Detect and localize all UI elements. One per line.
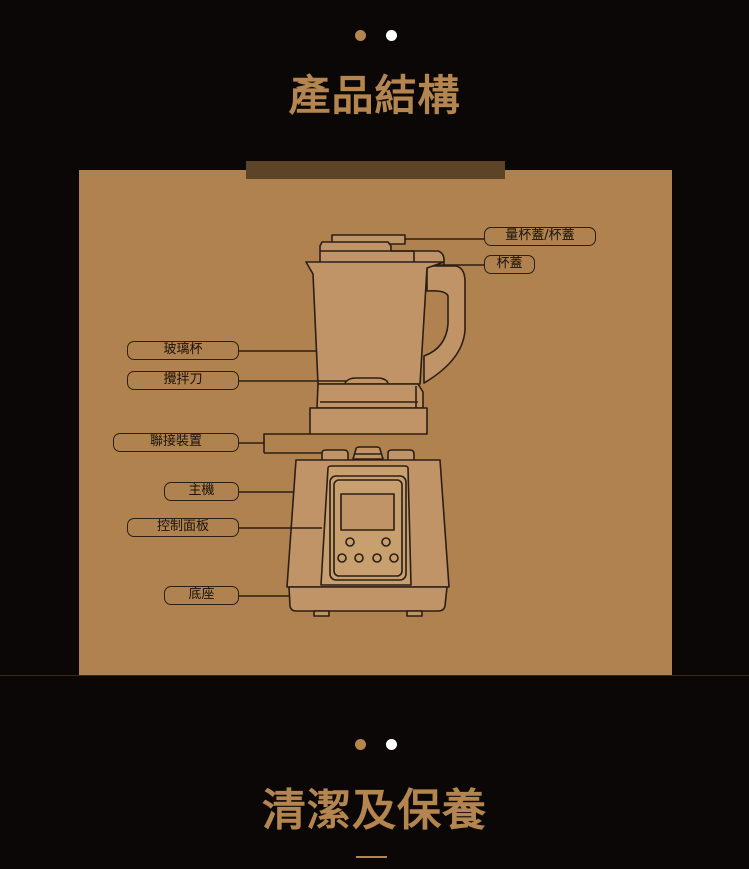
blade-shape — [344, 377, 389, 384]
carousel-dot-active[interactable] — [386, 739, 397, 750]
carousel-dot[interactable] — [355, 739, 366, 750]
label-motor-unit: 主機 — [164, 482, 239, 501]
panel-tab-bar — [246, 161, 505, 179]
lid-shape — [319, 241, 445, 266]
glass-jar-shape — [305, 261, 445, 385]
label-glass-jar: 玻璃杯 — [127, 341, 239, 360]
title-underline — [356, 856, 387, 858]
label-control-panel: 控制面板 — [127, 518, 239, 537]
label-base: 底座 — [164, 586, 239, 605]
label-coupling: 聯接裝置 — [113, 433, 239, 452]
section-title: 產品結構 — [288, 71, 461, 120]
label-lid: 杯蓋 — [484, 255, 535, 274]
display-screen-shape — [340, 493, 395, 531]
carousel-dot[interactable] — [355, 30, 366, 41]
base-shape — [288, 586, 448, 612]
section-divider — [0, 675, 749, 676]
carousel-dot-active[interactable] — [386, 30, 397, 41]
carousel-dots — [0, 30, 749, 44]
coupling-shape — [309, 407, 428, 435]
handle-shape — [423, 265, 466, 384]
label-measuring-lid: 量杯蓋/杯蓋 — [484, 227, 596, 246]
carousel-dots-2 — [0, 739, 749, 753]
section-title-2: 清潔及保養 — [262, 785, 487, 836]
jar-base-shape — [316, 383, 424, 409]
label-blade: 攪拌刀 — [127, 371, 239, 390]
control-panel-shape — [329, 475, 407, 581]
